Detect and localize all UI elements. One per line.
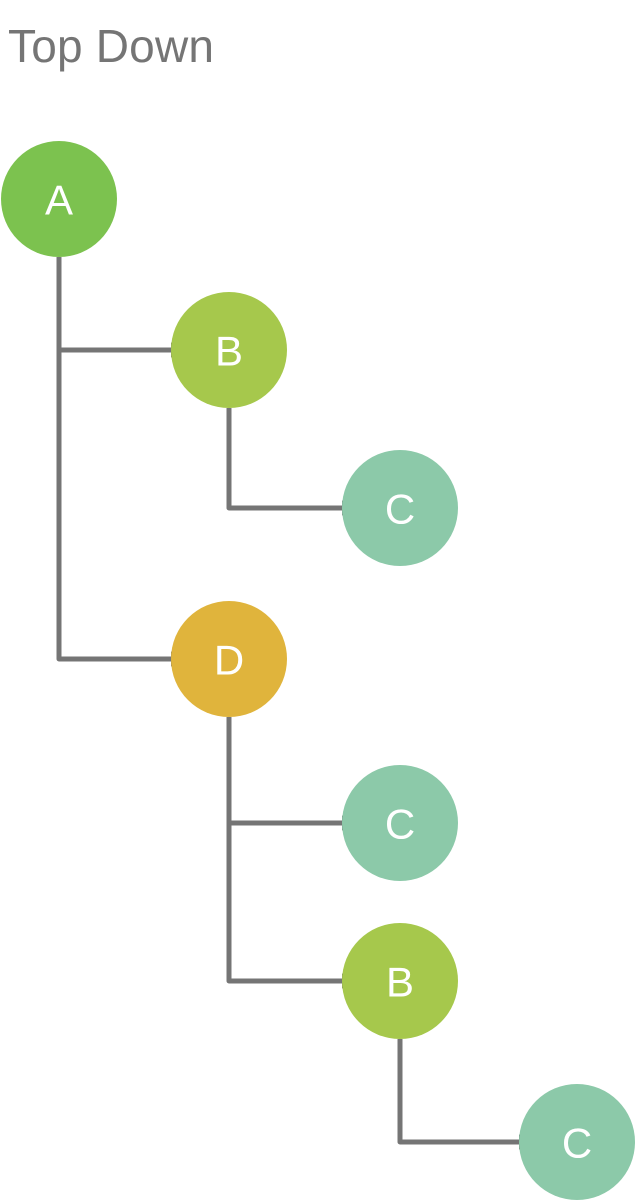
graph-node-d1[interactable]: D xyxy=(171,601,287,717)
edge-path xyxy=(226,717,342,984)
graph-node-b1[interactable]: B xyxy=(171,292,287,408)
node-label: D xyxy=(214,637,244,684)
node-circle[interactable] xyxy=(1,141,117,257)
edge-b2-c3 xyxy=(397,1039,539,1150)
page-title: Top Down xyxy=(8,20,214,72)
edges-layer xyxy=(56,257,539,1150)
edge-path xyxy=(56,257,171,662)
edge-path xyxy=(226,408,342,511)
graph-node-c1[interactable]: C xyxy=(342,450,458,566)
node-circle[interactable] xyxy=(342,923,458,1039)
edge-d1-b2 xyxy=(226,717,362,989)
graph-node-c2[interactable]: C xyxy=(342,765,458,881)
nodes-layer: A B C D C B C xyxy=(1,141,635,1200)
node-label: C xyxy=(562,1120,592,1167)
node-circle[interactable] xyxy=(342,765,458,881)
node-circle[interactable] xyxy=(171,292,287,408)
edge-path xyxy=(56,257,171,353)
graph-node-b2[interactable]: B xyxy=(342,923,458,1039)
node-label: C xyxy=(385,801,415,848)
edge-d1-c2 xyxy=(226,717,362,831)
edge-b1-c1 xyxy=(226,408,362,516)
edge-path xyxy=(397,1039,519,1145)
graph-node-c3[interactable]: C xyxy=(519,1084,635,1200)
node-circle[interactable] xyxy=(171,601,287,717)
node-label: B xyxy=(215,328,243,375)
node-circle[interactable] xyxy=(519,1084,635,1200)
edge-a-d1 xyxy=(56,257,191,667)
node-label: C xyxy=(385,486,415,533)
edge-path xyxy=(226,717,342,826)
node-label: B xyxy=(386,959,414,1006)
node-label: A xyxy=(45,177,73,224)
graph-node-a[interactable]: A xyxy=(1,141,117,257)
node-circle[interactable] xyxy=(342,450,458,566)
edge-a-b1 xyxy=(56,257,191,358)
